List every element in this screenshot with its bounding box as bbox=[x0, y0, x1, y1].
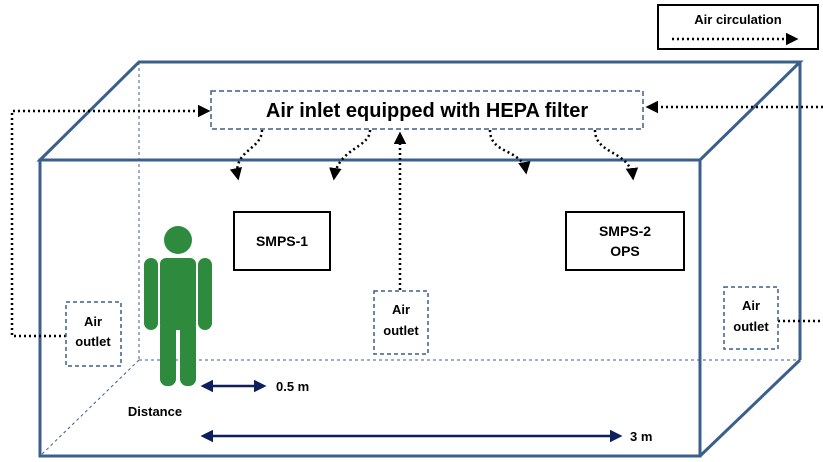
air-outlet-center-box bbox=[373, 290, 429, 355]
air-inlet-box bbox=[210, 90, 644, 130]
right-floor-edge bbox=[698, 358, 802, 458]
chamber-box bbox=[36, 60, 804, 458]
air-outlet-right-line2: outlet bbox=[733, 319, 769, 334]
air-outlet-left: Air outlet bbox=[65, 301, 122, 367]
figure-right-arm bbox=[198, 258, 212, 330]
smps-1-label: SMPS-1 bbox=[256, 233, 308, 249]
front-face-outline bbox=[38, 158, 702, 458]
air-outlet-center: Air outlet bbox=[373, 290, 429, 355]
figure-torso bbox=[160, 258, 196, 330]
inlet-flow-2 bbox=[329, 129, 372, 181]
figure-head bbox=[164, 226, 192, 254]
inlet-flow-4 bbox=[593, 129, 639, 181]
air-outlet-right-box bbox=[723, 286, 779, 350]
short-distance-label: 0.5 m bbox=[276, 379, 309, 394]
air-circulation-paths bbox=[10, 100, 823, 338]
figure-right-leg bbox=[180, 320, 196, 386]
air-outlet-left-line2: outlet bbox=[75, 334, 111, 349]
distance-label: Distance bbox=[128, 404, 182, 419]
air-outlet-left-box bbox=[65, 301, 122, 367]
smps-2-box bbox=[565, 211, 685, 271]
air-inlet-label: Air inlet equipped with HEPA filter bbox=[266, 100, 588, 122]
air-outlet-center-line2: outlet bbox=[383, 323, 419, 338]
smps-1: SMPS-1 bbox=[233, 211, 331, 271]
air-outlet-left-line1: Air bbox=[84, 314, 102, 329]
legend-label: Air circulation bbox=[694, 12, 781, 27]
human-figure-icon bbox=[144, 226, 212, 386]
left-recirculation-path bbox=[10, 104, 211, 338]
figure-left-leg bbox=[160, 320, 176, 386]
long-distance-label: 3 m bbox=[630, 429, 652, 444]
air-outlet-right: Air outlet bbox=[723, 286, 779, 350]
smps-1-box bbox=[233, 211, 331, 271]
smps-2-label: SMPS-2 bbox=[599, 223, 651, 239]
air-outlet-right-line1: Air bbox=[742, 298, 760, 313]
inlet-flow-3 bbox=[488, 129, 531, 175]
inlet-flow-1 bbox=[229, 129, 264, 181]
ops-label: OPS bbox=[610, 243, 640, 259]
air-outlet-center-line1: Air bbox=[392, 302, 410, 317]
figure-left-arm bbox=[144, 258, 158, 330]
air-inlet: Air inlet equipped with HEPA filter bbox=[210, 90, 644, 130]
distance-markers: 0.5 m 3 m bbox=[200, 379, 652, 444]
legend: Air circulation bbox=[657, 4, 819, 50]
floor-diagonal-edge bbox=[39, 359, 140, 457]
smps-2-ops: SMPS-2 OPS bbox=[565, 211, 685, 271]
